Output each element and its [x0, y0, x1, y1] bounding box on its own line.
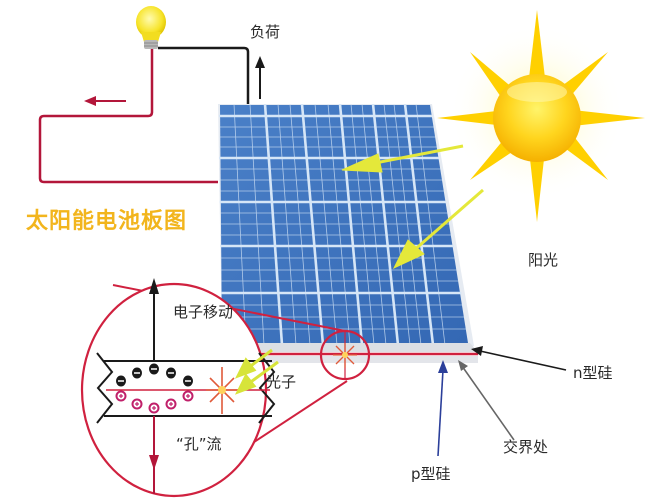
hole-flow-arrow [149, 416, 159, 494]
sunlight-rays [341, 144, 484, 270]
p-type-arrow [437, 360, 448, 457]
load-label: 负荷 [250, 23, 281, 41]
hole-flow-label: “孔”流 [176, 435, 222, 453]
photon-label: 光子 [266, 373, 297, 391]
electron-flow-label: 电子移动 [173, 303, 234, 321]
electron-flow-arrow [149, 278, 159, 361]
photon-spark-small [333, 343, 357, 368]
n-type-arrow [471, 346, 567, 371]
circuit-wires [38, 46, 265, 184]
sun-icon [437, 10, 645, 222]
solar-panel [218, 104, 478, 363]
n-type-label: n型硅 [573, 364, 613, 382]
junction-arrow [458, 360, 515, 441]
diagram-title: 太阳能电池板图 [26, 209, 188, 234]
p-type-label: p型硅 [411, 465, 451, 483]
pn-junction-slab [96, 348, 279, 424]
sunlight-label: 阳光 [528, 251, 559, 269]
junction-label: 交界处 [503, 438, 549, 456]
light-bulb-icon [136, 6, 166, 49]
